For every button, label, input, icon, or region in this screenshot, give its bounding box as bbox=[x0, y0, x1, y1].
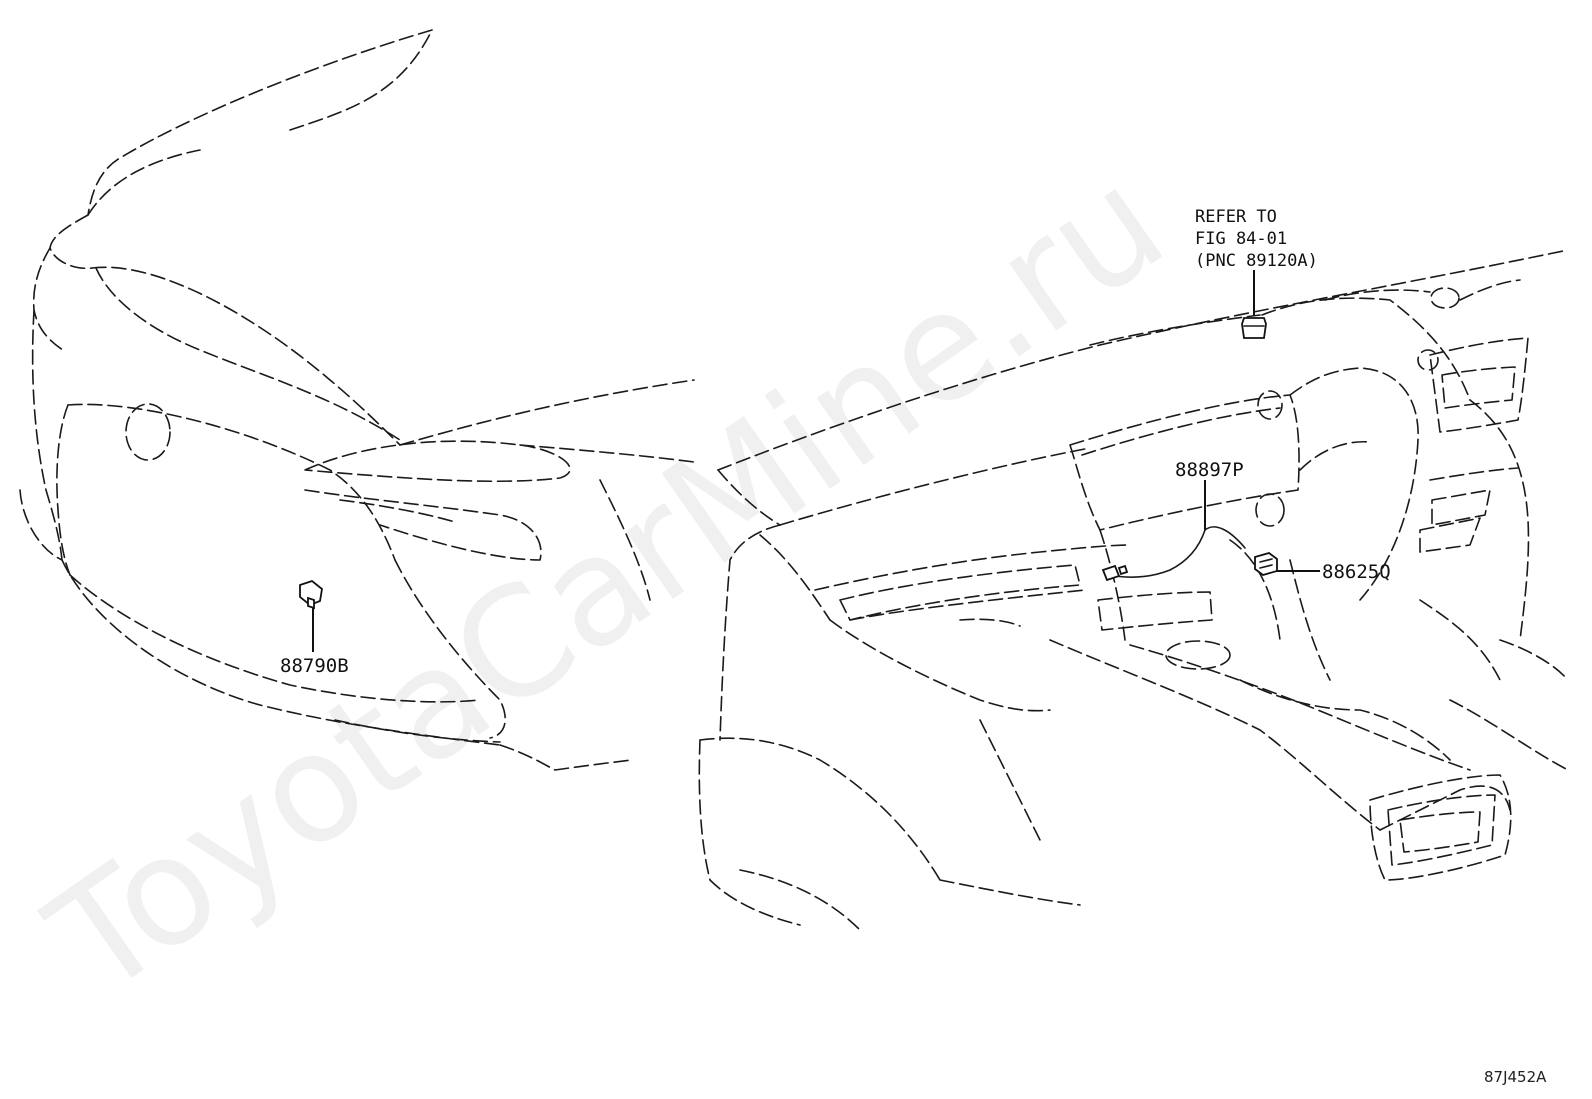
reference-note-line2: FIG 84-01 bbox=[1195, 229, 1287, 249]
watermark: ToyotaCarMine.ru bbox=[20, 135, 1194, 1030]
reference-note-line3: (PNC 89120A) bbox=[1195, 251, 1318, 271]
callout-88790B: 88790B bbox=[280, 655, 349, 677]
dashboard-illustration bbox=[698, 249, 1569, 931]
sensor-88790B bbox=[299, 579, 323, 652]
callout-88625Q: 88625Q bbox=[1322, 561, 1391, 583]
front-bumper-illustration bbox=[19, 29, 695, 771]
module-89120A bbox=[1241, 270, 1267, 339]
callout-88897P: 88897P bbox=[1175, 459, 1244, 481]
reference-note: REFER TO FIG 84-01 (PNC 89120A) bbox=[1195, 207, 1318, 271]
harness-88897P bbox=[1101, 480, 1246, 582]
reference-note-line1: REFER TO bbox=[1195, 207, 1277, 227]
sensor-88625Q bbox=[1254, 552, 1320, 576]
figure-id: 87J452A bbox=[1484, 1068, 1547, 1086]
